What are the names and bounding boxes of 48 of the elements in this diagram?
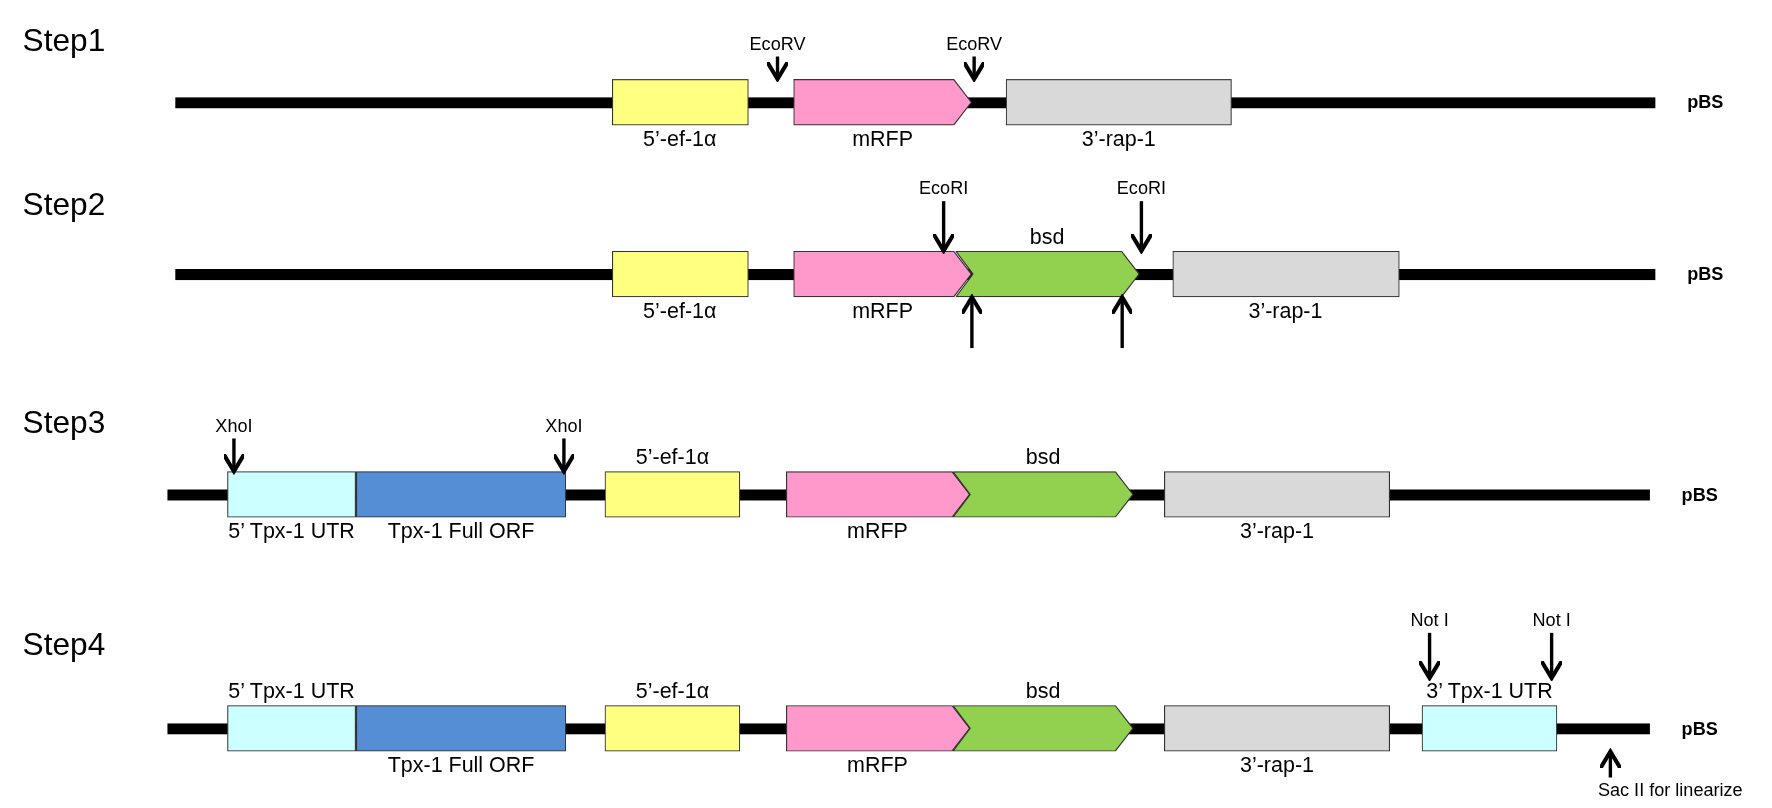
site-label: Not I — [1410, 610, 1449, 631]
arrow — [1598, 749, 1623, 778]
arrow — [931, 201, 956, 253]
gene-label: Tpx-1 Full ORF — [387, 751, 535, 779]
site-label: XhoI — [215, 415, 253, 437]
arrow — [765, 56, 790, 82]
gene-label: 3’-rap-1 — [1240, 751, 1314, 779]
plasmid-label: pBS — [1687, 92, 1724, 113]
gene-label: 3’-rap-1 — [1081, 125, 1156, 153]
gene-label: mRFP — [847, 517, 908, 545]
gene-label: mRFP — [852, 297, 913, 325]
gene-label: bsd — [1025, 678, 1061, 705]
gene-label: 5’-ef-1α — [635, 678, 710, 705]
arrow — [1110, 295, 1135, 349]
site-label: Sac II for linearize — [1597, 779, 1743, 801]
gene-label: 5’-ef-1α — [635, 444, 710, 471]
gene-label: mRFP — [847, 751, 908, 779]
site-label: EcoRV — [946, 33, 1003, 55]
step-label: Step3 — [22, 404, 106, 441]
arrow — [959, 295, 985, 349]
gene-label: 5’ Tpx-1 UTR — [228, 678, 355, 705]
gene-label: bsd — [1029, 223, 1065, 251]
gene-label: Tpx-1 Full ORF — [387, 517, 535, 545]
arrow — [1539, 632, 1564, 681]
arrow — [1417, 632, 1442, 681]
gene-label: 3’-rap-1 — [1240, 517, 1314, 545]
site-label: EcoRI — [919, 178, 969, 199]
site-label: Not I — [1532, 610, 1571, 631]
plasmid-label: pBS — [1687, 263, 1724, 285]
step-label: Step1 — [22, 22, 106, 59]
site-label: EcoRI — [1116, 178, 1166, 199]
gene-label: 3’-rap-1 — [1248, 297, 1323, 325]
site-label: XhoI — [545, 415, 583, 437]
step-label: Step2 — [22, 186, 106, 223]
gene-label: 3’ Tpx-1 UTR — [1426, 678, 1553, 705]
gene-label: 5’-ef-1α — [643, 125, 717, 153]
plasmid-label: pBS — [1681, 484, 1718, 505]
arrow — [551, 438, 577, 474]
gene-label: 5’ Tpx-1 UTR — [228, 517, 355, 545]
step-label: Step4 — [22, 627, 106, 664]
gene-label: mRFP — [852, 125, 913, 153]
gene-label: 5’-ef-1α — [643, 297, 717, 325]
arrow — [961, 56, 987, 82]
gene-label: bsd — [1025, 444, 1061, 471]
arrow — [1129, 201, 1154, 253]
plasmid-label: pBS — [1681, 718, 1718, 739]
site-label: EcoRV — [749, 33, 806, 55]
arrow — [221, 438, 247, 474]
